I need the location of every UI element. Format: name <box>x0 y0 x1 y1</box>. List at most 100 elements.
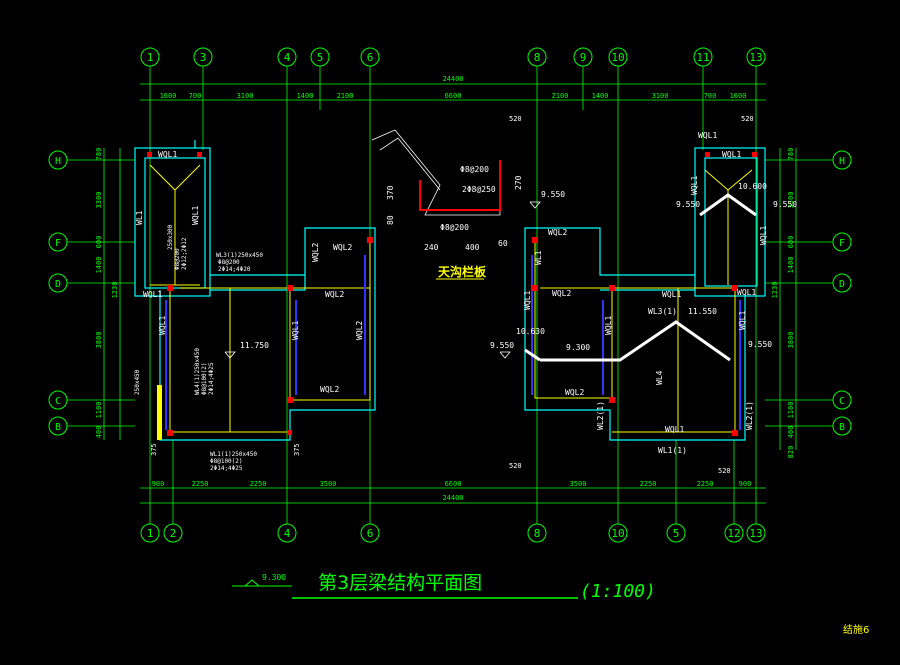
detail-dim-400: 400 <box>465 243 480 252</box>
beam-label-vertical: WQL1 <box>759 226 768 245</box>
beam-label-vertical: WL1 <box>135 210 144 225</box>
beam-label-vertical: WQL1 <box>158 316 167 335</box>
drawing-title: 第3层梁结构平面图 <box>318 572 482 594</box>
detail-dim-370: 370 <box>386 185 395 200</box>
dim-left-seg: 400 <box>95 426 103 439</box>
beam-label: WQL1 <box>722 150 741 159</box>
axis-grid-lines <box>67 66 833 524</box>
dim-bottom-seg: 2250 <box>697 480 714 488</box>
dim-bottom-seg: 900 <box>152 480 165 488</box>
bottom-axis-labels <box>140 523 766 543</box>
axis-bottom-13: 13 <box>749 527 762 540</box>
dim-top-seg: 700 <box>189 92 202 100</box>
dim-left-seg: 600 <box>95 236 103 249</box>
dim-top-seg: 2100 <box>337 92 354 100</box>
axis-bottom-1: 1 <box>147 527 154 540</box>
beam-label-vertical: WQL2 <box>311 243 320 262</box>
axis-bottom-8: 8 <box>534 527 541 540</box>
dim-right-seg: 3300 <box>787 192 795 209</box>
elevation: 9.300 <box>566 343 590 352</box>
dim-right-seg: 820 <box>787 446 795 459</box>
dim-bottom-seg: 2250 <box>640 480 657 488</box>
axis-top-3: 3 <box>200 51 207 64</box>
axis-left-D: D <box>55 279 61 290</box>
dim-top-seg: 1400 <box>592 92 609 100</box>
beam-label-vertical: WL4 <box>655 370 664 385</box>
axis-top-11: 11 <box>696 51 709 64</box>
dim-right-seg: 1400 <box>787 257 795 274</box>
elevation-ticks <box>224 201 541 359</box>
axis-top-4: 4 <box>284 51 291 64</box>
elevation: 9.550 <box>490 341 514 350</box>
dim-bottom-seg: 6600 <box>445 480 462 488</box>
axis-left-B: B <box>55 422 61 433</box>
beam-label: WQL1 <box>158 150 177 159</box>
beam-spec: 250x300 <box>167 224 174 250</box>
beam-spec: WL4(1)250x450 <box>194 348 201 395</box>
axis-bottom-10: 10 <box>611 527 624 540</box>
dim-bottom-seg: 900 <box>739 480 752 488</box>
beam-spec: 2Φ14;4Φ25 <box>208 362 215 395</box>
dim-total-bottom: 24400 <box>442 494 463 502</box>
beam-label: WQL2 <box>552 289 571 298</box>
elevation: 11.750 <box>240 341 269 350</box>
elevation: 10.600 <box>738 182 767 191</box>
beam-label: WQL1 <box>662 290 681 299</box>
dim-top-seg: 1600 <box>730 92 747 100</box>
axis-right-F: F <box>839 238 845 249</box>
beam-spec: Φ8@100(2) <box>210 458 243 465</box>
beam-label-vertical: WQL1 <box>191 206 200 225</box>
gutter-detail-label: 天沟栏板 <box>438 264 487 279</box>
beam-spec: Φ8@200 <box>218 259 240 266</box>
dim-misc: 520 <box>718 467 731 475</box>
yellow-hatch-strip <box>157 385 162 440</box>
dimension-lines <box>103 83 797 504</box>
beam-label: WQL2 <box>320 385 339 394</box>
dim-left-seg: 780 <box>95 148 103 161</box>
beam-spec: 2Φ14;4Φ25 <box>210 465 243 472</box>
dim-right-seg: 3800 <box>787 332 795 349</box>
dim-top-seg: 3100 <box>652 92 669 100</box>
drawing-scale: (1:100) <box>580 581 656 602</box>
beam-label-vertical: WQL1 <box>291 321 300 340</box>
axis-top-8: 8 <box>534 51 541 64</box>
axis-right-B: B <box>839 422 845 433</box>
dim-right-seg: 1230 <box>771 282 779 299</box>
dim-misc: 520 <box>509 462 522 470</box>
dim-left-seg: 3800 <box>95 332 103 349</box>
axis-top-13: 13 <box>749 51 762 64</box>
beam-label: WQL1 <box>143 290 162 299</box>
dim-top-seg: 700 <box>704 92 717 100</box>
detail-bars: 2Φ8@250 <box>462 185 496 194</box>
dim-bottom-seg: 2250 <box>192 480 209 488</box>
axis-bottom-2: 2 <box>170 527 177 540</box>
dim-top-seg: 1400 <box>297 92 314 100</box>
beam-label-vertical: WQL1 <box>604 316 613 335</box>
dim-left-seg: 3300 <box>95 192 103 209</box>
dim-bottom-seg: 2250 <box>250 480 267 488</box>
axis-bottom-6: 6 <box>367 527 374 540</box>
title-elevation-mark <box>232 579 292 587</box>
axis-top-9: 9 <box>580 51 587 64</box>
axis-top-10: 10 <box>611 51 624 64</box>
dim-top-seg: 1600 <box>160 92 177 100</box>
beam-label-vertical: WQL2 <box>355 321 364 340</box>
beam-spec: WL3(1)250x450 <box>216 252 263 259</box>
axis-right-C: C <box>839 396 845 407</box>
beam-spec: 2Φ14;4Φ20 <box>218 266 251 273</box>
beam-label: WQL2 <box>333 243 352 252</box>
right-wing-blue-beams <box>531 255 741 430</box>
axis-top-6: 6 <box>367 51 374 64</box>
elevation: 9.550 <box>773 200 797 209</box>
gutter-rebar <box>419 160 501 211</box>
detail-stirrup-1: Φ8@200 <box>460 165 489 174</box>
axis-right-H: H <box>839 156 845 167</box>
dim-misc: 520 <box>509 115 522 123</box>
beam-label: WQL1 <box>737 288 756 297</box>
dim-right-seg: 400 <box>787 426 795 439</box>
dim-left-seg: 1400 <box>95 257 103 274</box>
elevation: 9.550 <box>541 190 565 199</box>
dim-top-seg: 6600 <box>445 92 462 100</box>
axis-top-5: 5 <box>317 51 324 64</box>
